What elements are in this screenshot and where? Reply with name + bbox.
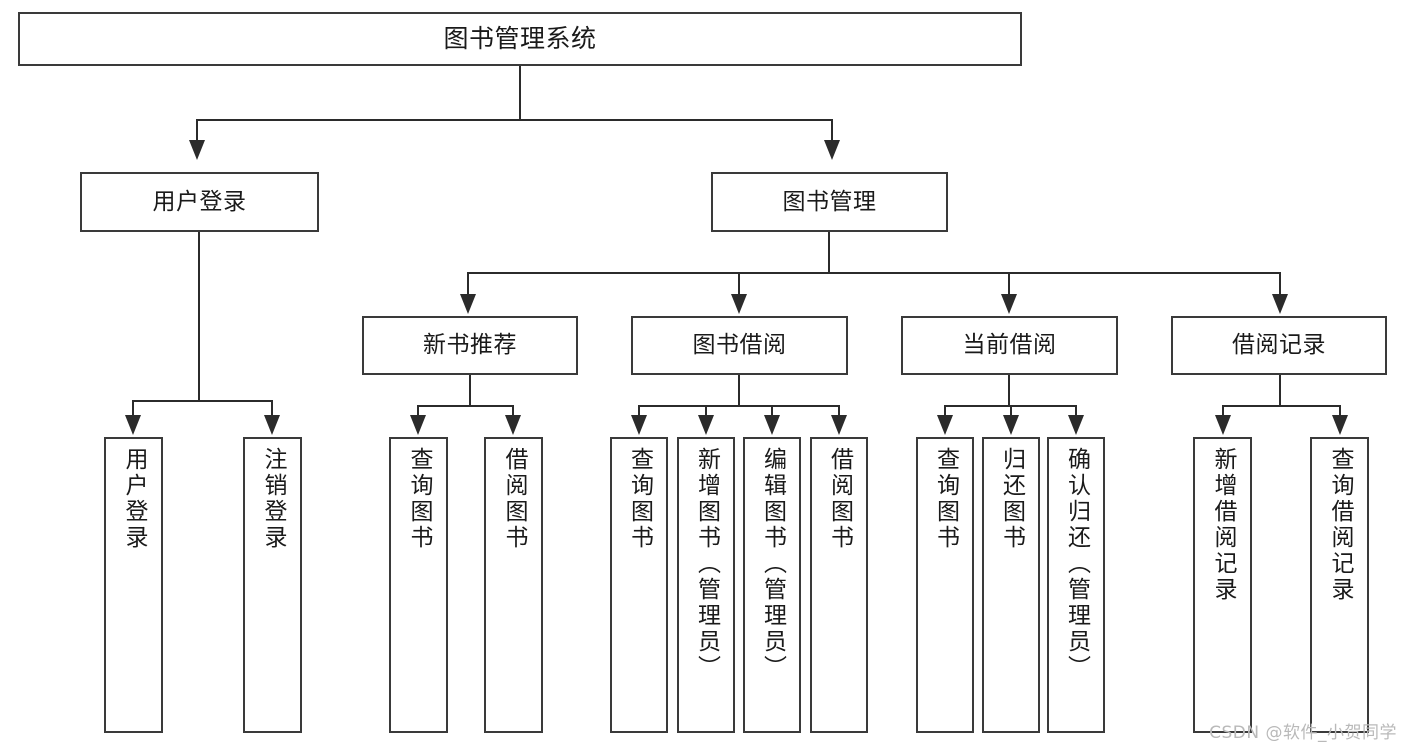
node-book-management[interactable]: 图书管理	[711, 172, 948, 232]
connector-new-book-drop-2	[512, 405, 514, 417]
node-label: 查询图书	[406, 447, 432, 551]
connector-book-mgmt-drop-3	[1008, 272, 1010, 296]
node-label: 图书管理	[782, 188, 877, 215]
leaf-current-borrow-query[interactable]: 查询图书	[916, 437, 974, 733]
node-current-borrow[interactable]: 当前借阅	[901, 316, 1118, 375]
leaf-book-borrow-edit[interactable]: 编辑图书（管理员）	[743, 437, 801, 733]
leaf-new-book-query[interactable]: 查询图书	[389, 437, 448, 733]
leaf-borrow-record-query[interactable]: 查询借阅记录	[1310, 437, 1369, 733]
connector-user-login-right-drop	[271, 400, 273, 417]
node-label: 确认归还（管理员）	[1063, 447, 1090, 681]
connector-current-borrow-stem	[1008, 375, 1010, 405]
leaf-book-borrow-borrow[interactable]: 借阅图书	[810, 437, 868, 733]
connector-book-mgmt-drop-1	[467, 272, 469, 296]
arrowhead-root-to-user-login	[189, 140, 205, 160]
node-label: 归还图书	[998, 447, 1025, 551]
node-label: 查询图书	[932, 447, 959, 551]
arrowhead-book-mgmt-branch-4	[1272, 294, 1288, 314]
connector-borrow-record-stem	[1279, 375, 1281, 405]
connector-root-to-user-login	[196, 119, 198, 142]
node-label: 图书管理系统	[443, 23, 597, 53]
leaf-book-borrow-query[interactable]: 查询图书	[610, 437, 668, 733]
leaf-user-login-signin[interactable]: 用户登录	[104, 437, 163, 733]
arrowhead-book-borrow-leaf-4	[831, 415, 847, 435]
node-label: 新增图书（管理员）	[693, 447, 720, 681]
leaf-new-book-borrow[interactable]: 借阅图书	[484, 437, 543, 733]
arrowhead-new-book-leaf-2	[505, 415, 521, 435]
arrowhead-current-borrow-leaf-1	[937, 415, 953, 435]
connector-user-login-left-drop	[132, 400, 134, 417]
node-new-book-recommend[interactable]: 新书推荐	[362, 316, 578, 375]
node-user-login[interactable]: 用户登录	[80, 172, 319, 232]
node-label: 注销登录	[260, 447, 286, 551]
node-label: 查询图书	[626, 447, 653, 551]
node-label: 图书借阅	[692, 332, 787, 359]
node-label: 编辑图书（管理员）	[759, 447, 786, 681]
node-label: 用户登录	[121, 447, 147, 551]
arrowhead-book-borrow-leaf-2	[698, 415, 714, 435]
node-label: 用户登录	[152, 188, 247, 215]
connector-book-borrow-bar	[638, 405, 840, 407]
arrowhead-borrow-record-leaf-1	[1215, 415, 1231, 435]
node-label: 新增借阅记录	[1210, 447, 1236, 603]
node-label: 新书推荐	[423, 332, 517, 359]
arrowhead-user-login-leaf-2	[264, 415, 280, 435]
arrowhead-book-mgmt-branch-1	[460, 294, 476, 314]
connector-book-borrow-drop-4	[838, 405, 840, 417]
connector-book-borrow-drop-3	[771, 405, 773, 417]
arrowhead-borrow-record-leaf-2	[1332, 415, 1348, 435]
connector-user-login-stem	[198, 232, 200, 400]
connector-root-bar	[196, 119, 833, 121]
arrowhead-new-book-leaf-1	[410, 415, 426, 435]
connector-book-mgmt-bar	[467, 272, 1281, 274]
connector-book-borrow-drop-2	[705, 405, 707, 417]
connector-book-borrow-stem	[738, 375, 740, 405]
connector-borrow-record-bar	[1222, 405, 1340, 407]
connector-root-stem	[519, 66, 521, 119]
connector-root-to-book-mgmt	[831, 119, 833, 142]
arrowhead-current-borrow-leaf-3	[1068, 415, 1084, 435]
node-label: 借阅记录	[1232, 332, 1326, 359]
connector-new-book-drop-1	[417, 405, 419, 417]
connector-book-mgmt-stem	[828, 232, 830, 272]
arrowhead-root-to-book-mgmt	[824, 140, 840, 160]
node-label: 借阅图书	[826, 447, 853, 551]
connector-book-mgmt-drop-4	[1279, 272, 1281, 296]
arrowhead-book-borrow-leaf-3	[764, 415, 780, 435]
node-label: 查询借阅记录	[1327, 447, 1353, 603]
arrowhead-book-borrow-leaf-1	[631, 415, 647, 435]
leaf-current-borrow-return[interactable]: 归还图书	[982, 437, 1040, 733]
node-root-system[interactable]: 图书管理系统	[18, 12, 1022, 66]
connector-borrow-record-drop-1	[1222, 405, 1224, 417]
node-label: 当前借阅	[962, 332, 1057, 359]
connector-book-mgmt-drop-2	[738, 272, 740, 296]
arrowhead-current-borrow-leaf-2	[1003, 415, 1019, 435]
connector-new-book-bar	[417, 405, 513, 407]
node-label: 借阅图书	[501, 447, 527, 551]
connector-user-login-bar	[132, 400, 272, 402]
node-book-borrow[interactable]: 图书借阅	[631, 316, 848, 375]
leaf-borrow-record-add[interactable]: 新增借阅记录	[1193, 437, 1252, 733]
connector-borrow-record-drop-2	[1339, 405, 1341, 417]
connector-current-borrow-drop-2	[1010, 405, 1012, 417]
connector-book-borrow-drop-1	[638, 405, 640, 417]
arrowhead-book-mgmt-branch-3	[1001, 294, 1017, 314]
arrowhead-user-login-leaf-1	[125, 415, 141, 435]
leaf-user-login-signout[interactable]: 注销登录	[243, 437, 302, 733]
connector-current-borrow-drop-3	[1075, 405, 1077, 417]
arrowhead-book-mgmt-branch-2	[731, 294, 747, 314]
leaf-book-borrow-add[interactable]: 新增图书（管理员）	[677, 437, 735, 733]
connector-new-book-stem	[469, 375, 471, 405]
leaf-current-borrow-confirm-return[interactable]: 确认归还（管理员）	[1047, 437, 1105, 733]
node-borrow-record[interactable]: 借阅记录	[1171, 316, 1387, 375]
connector-current-borrow-drop-1	[944, 405, 946, 417]
